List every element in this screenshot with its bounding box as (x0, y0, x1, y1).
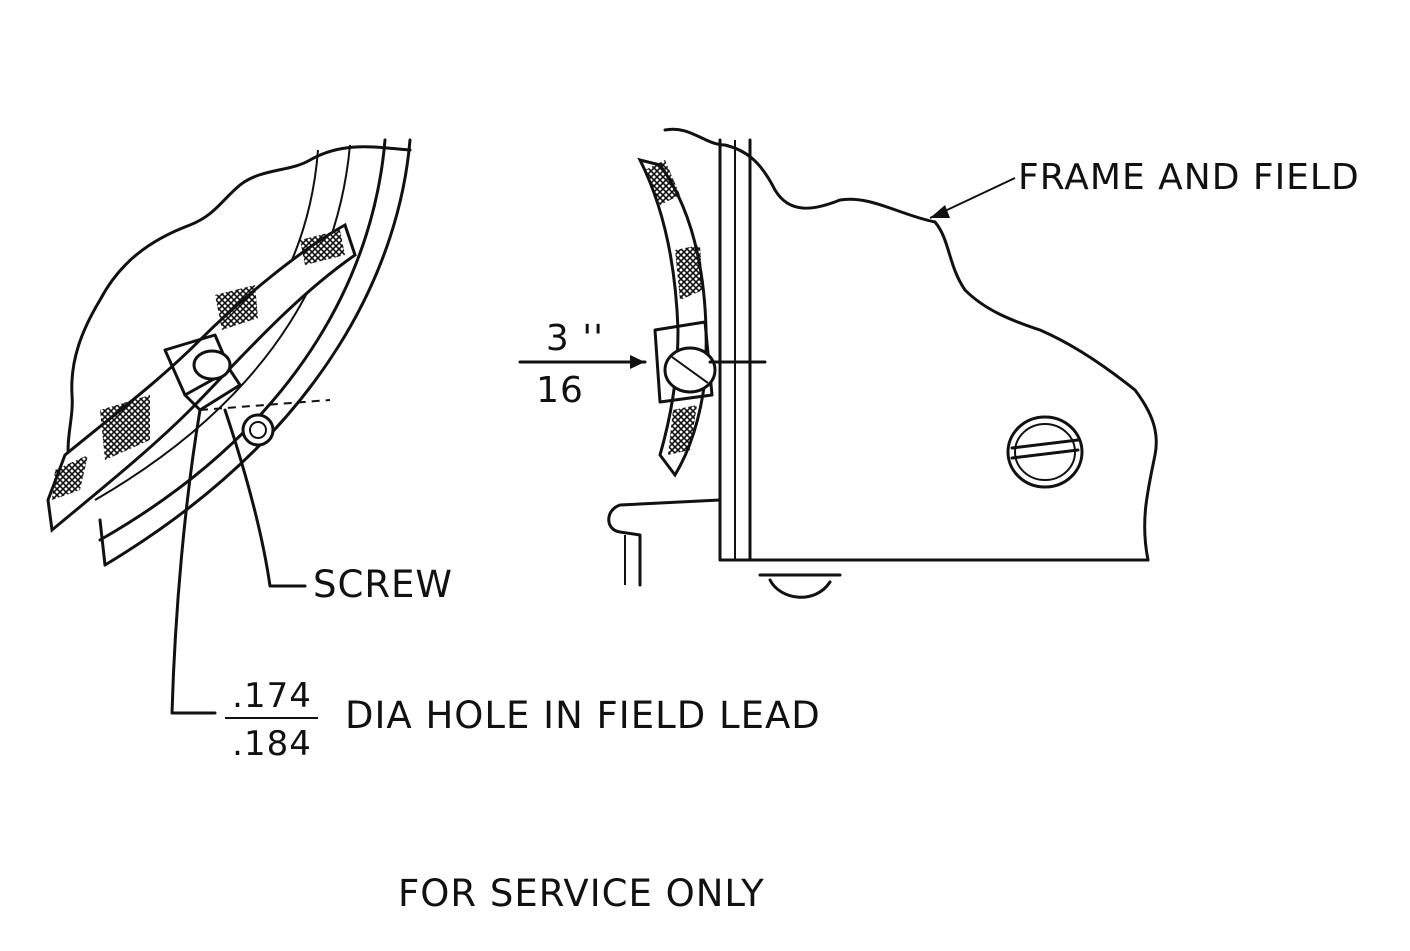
hole-dia-denominator: .184 (232, 724, 312, 764)
screw-label: SCREW (313, 563, 453, 606)
frame-and-field-label: FRAME AND FIELD (1018, 157, 1360, 198)
hole-description: DIA HOLE IN FIELD LEAD (345, 694, 821, 737)
dimension-denominator: 16 (536, 370, 584, 411)
footer-note: FOR SERVICE ONLY (398, 872, 765, 915)
right-view-frame-and-field (518, 127, 1158, 599)
hole-dia-numerator: .174 (232, 676, 312, 716)
left-view-frame-section (46, 138, 412, 715)
dimension-numerator: 3 '' (545, 318, 605, 359)
